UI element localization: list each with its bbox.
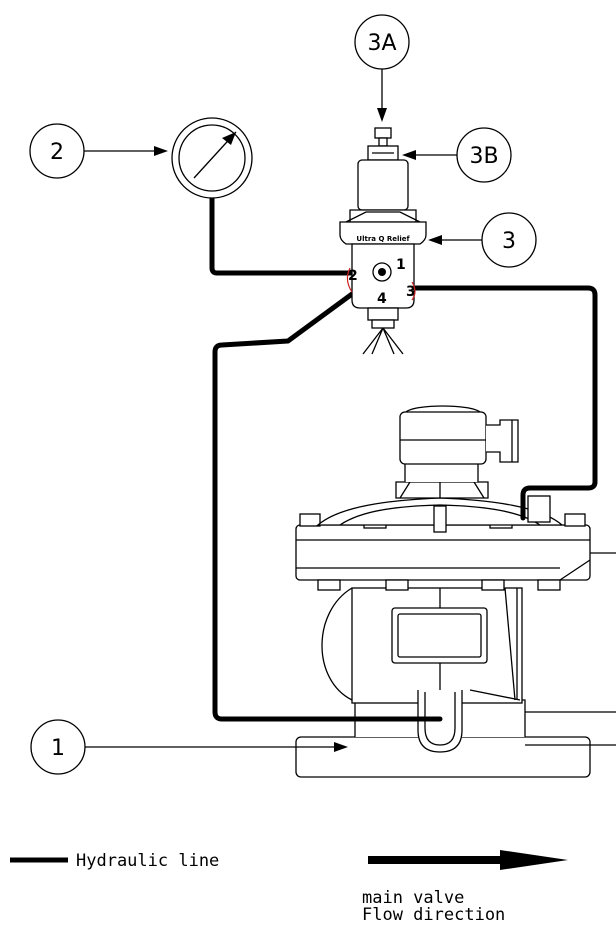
flow-arrow <box>368 850 568 870</box>
port-1-label: 1 <box>396 257 406 273</box>
port-3-label: 3 <box>406 284 416 300</box>
svg-text:3B: 3B <box>469 144 498 169</box>
callout-2: 2 <box>29 123 168 179</box>
port-2-label: 2 <box>348 268 358 284</box>
cover-flange <box>295 524 591 581</box>
sight-window <box>391 607 488 664</box>
pilot-valve: Ultra Q Relief 1 2 3 4 <box>339 127 427 355</box>
elbow-fitting <box>486 419 519 463</box>
hex-nut <box>395 481 489 499</box>
pilot-body <box>339 221 427 245</box>
actuator-housing <box>399 411 487 465</box>
hydraulic-lines <box>209 195 598 722</box>
svg-text:3: 3 <box>502 229 516 254</box>
legend: Hydraulic line main valve Flow direction <box>10 850 568 925</box>
control-line <box>409 285 598 521</box>
svg-text:3A: 3A <box>367 31 396 56</box>
legend-flow-line1: main valve <box>362 888 464 908</box>
adjusting-screw <box>374 127 392 139</box>
callout-1: 1 <box>30 719 348 775</box>
legend-flow-line2: Flow direction <box>362 905 505 925</box>
port-4-label: 4 <box>377 291 387 307</box>
svg-text:2: 2 <box>50 140 64 165</box>
callout-3b: 3B <box>402 127 512 183</box>
pilot-brand-label: Ultra Q Relief <box>356 235 410 243</box>
inlet-line <box>212 269 443 722</box>
gauge-line <box>209 195 355 276</box>
main-valve <box>295 405 616 778</box>
exhaust-spray <box>362 327 404 355</box>
svg-text:1: 1 <box>51 736 65 761</box>
legend-hydraulic-label: Hydraulic line <box>76 851 219 871</box>
spring-housing <box>357 159 409 211</box>
callout-3: 3 <box>428 212 537 268</box>
callout-3a: 3A <box>354 14 410 122</box>
callouts: 3A 3B 2 3 1 <box>29 14 537 775</box>
pressure-gauge <box>171 117 253 199</box>
